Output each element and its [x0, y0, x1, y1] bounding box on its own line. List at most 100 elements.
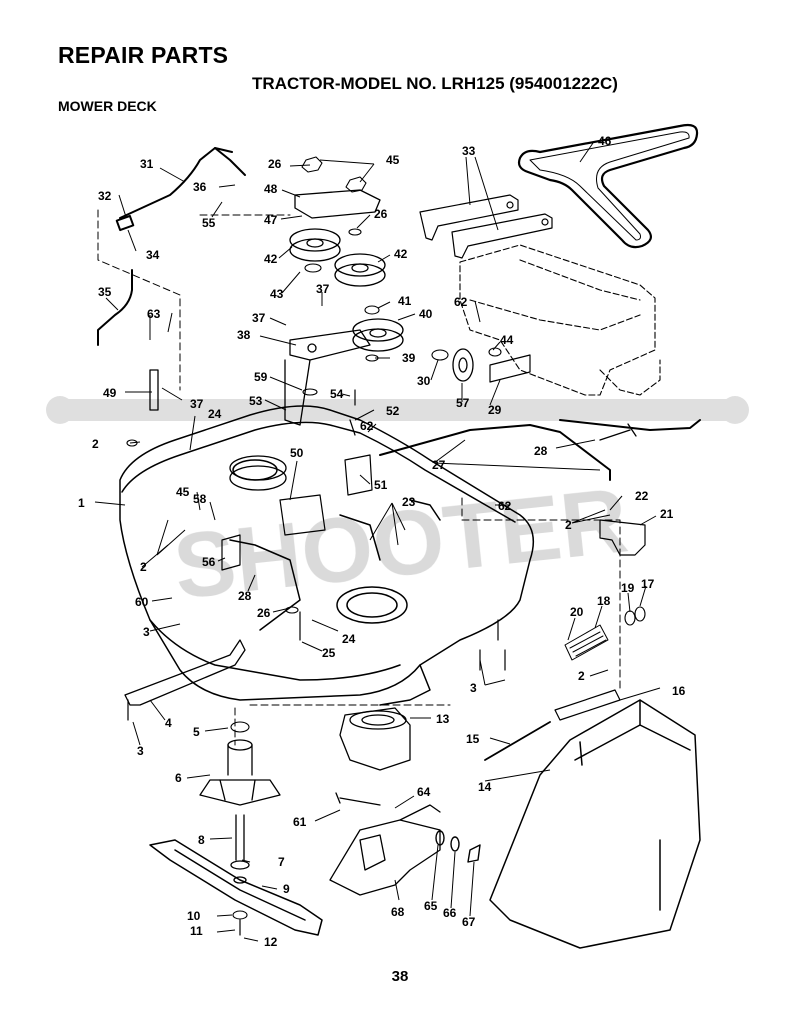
callout-54: 54: [330, 387, 344, 401]
callout-8: 8: [198, 833, 205, 847]
pulley-upper-right: [334, 253, 386, 287]
page-number: 38: [391, 968, 409, 985]
callout-23: 23: [402, 495, 416, 509]
deck-brackets: [419, 194, 553, 259]
washer-66: [450, 836, 460, 852]
callout-7: 7: [278, 855, 285, 869]
callout-59: 59: [254, 370, 268, 384]
callout-48: 48: [264, 182, 278, 196]
callout-66: 66: [443, 906, 457, 920]
idler-bracket: [284, 329, 371, 426]
callout-16: 16: [672, 684, 686, 698]
callout-65: 65: [424, 899, 438, 913]
callout-40: 40: [419, 307, 433, 321]
callout-2: 2: [578, 669, 585, 683]
mower-blade: [149, 839, 323, 936]
callout-36: 36: [193, 180, 207, 194]
callout-62: 62: [498, 499, 512, 513]
pulley-bracket: [294, 189, 381, 219]
callout-68: 68: [391, 905, 405, 919]
pulley-upper-left: [289, 228, 341, 262]
callout-20: 20: [570, 605, 584, 619]
tractor-frame: [459, 244, 661, 396]
callout-31: 31: [140, 157, 154, 171]
spindle-shaft: [230, 814, 250, 884]
callout-5: 5: [193, 725, 200, 739]
callout-4: 4: [165, 716, 172, 730]
rear-rod: [559, 419, 701, 431]
callout-38: 38: [237, 328, 251, 342]
callout-24: 24: [342, 632, 356, 646]
callout-37: 37: [316, 282, 330, 296]
spindle-adapter: [339, 707, 411, 771]
deck-pulley: [229, 455, 287, 491]
callout-45: 45: [176, 485, 190, 499]
callout-62: 62: [454, 295, 468, 309]
callout-6: 6: [175, 771, 182, 785]
callout-2: 2: [565, 518, 572, 532]
bracket-56: [221, 534, 241, 571]
section-title: MOWER DECK: [58, 98, 157, 114]
callout-35: 35: [98, 285, 112, 299]
frame-dashed-right: [461, 497, 621, 691]
deck-rod: [97, 269, 133, 346]
callout-24: 24: [208, 407, 222, 421]
callout-49: 49: [103, 386, 117, 400]
spindle-housing: [199, 739, 281, 806]
hinge-bracket: [554, 689, 621, 721]
callout-11: 11: [190, 924, 203, 938]
callout-26: 26: [268, 157, 282, 171]
callout-42: 42: [394, 247, 408, 261]
callout-3: 3: [137, 744, 144, 758]
callout-53: 53: [249, 394, 263, 408]
callout-64: 64: [417, 785, 431, 799]
callout-29: 29: [488, 403, 502, 417]
callout-2: 2: [140, 560, 147, 574]
callout-45: 45: [386, 153, 400, 167]
callout-33: 33: [462, 144, 476, 158]
callout-51: 51: [374, 478, 388, 492]
callout-67: 67: [462, 915, 476, 929]
callout-22: 22: [635, 489, 649, 503]
callout-50: 50: [290, 446, 304, 460]
callout-34: 34: [146, 248, 160, 262]
callout-19: 19: [621, 581, 635, 595]
deflector-shield: [329, 804, 441, 896]
callout-56: 56: [202, 555, 216, 569]
mounting-plate: [124, 639, 246, 706]
lift-link-rod: [379, 424, 611, 481]
callout-57: 57: [456, 396, 470, 410]
pulley-40: [352, 318, 404, 352]
callout-21: 21: [660, 507, 674, 521]
callout-27: 27: [432, 458, 446, 472]
callout-47: 47: [264, 213, 278, 227]
callout-26: 26: [374, 207, 388, 221]
callout-52: 52: [386, 404, 400, 418]
drive-belt: [517, 123, 699, 249]
callout-14: 14: [478, 780, 492, 794]
bolt-61: [335, 792, 381, 806]
callout-32: 32: [98, 189, 112, 203]
callout-30: 30: [417, 374, 431, 388]
wing-nut-67: [467, 844, 481, 863]
callout-39: 39: [402, 351, 416, 365]
sprocket: [452, 348, 474, 382]
callout-labels: 31 32 34 36 55 35 63 49 37 2 1 24 26 45 …: [78, 134, 686, 949]
bolt-28: [599, 423, 637, 441]
callout-41: 41: [398, 294, 412, 308]
callout-17: 17: [641, 577, 655, 591]
callout-12: 12: [264, 935, 278, 949]
callout-46: 46: [598, 134, 612, 148]
callout-28: 28: [238, 589, 252, 603]
bracket-50: [279, 494, 326, 536]
callout-44: 44: [500, 333, 514, 347]
callout-9: 9: [283, 882, 290, 896]
callout-25: 25: [322, 646, 336, 660]
discharge-chute: [489, 699, 701, 949]
callout-15: 15: [466, 732, 480, 746]
callout-62: 62: [360, 419, 374, 433]
bracket-29: [489, 354, 531, 383]
callout-18: 18: [597, 594, 611, 608]
callout-43: 43: [270, 287, 284, 301]
